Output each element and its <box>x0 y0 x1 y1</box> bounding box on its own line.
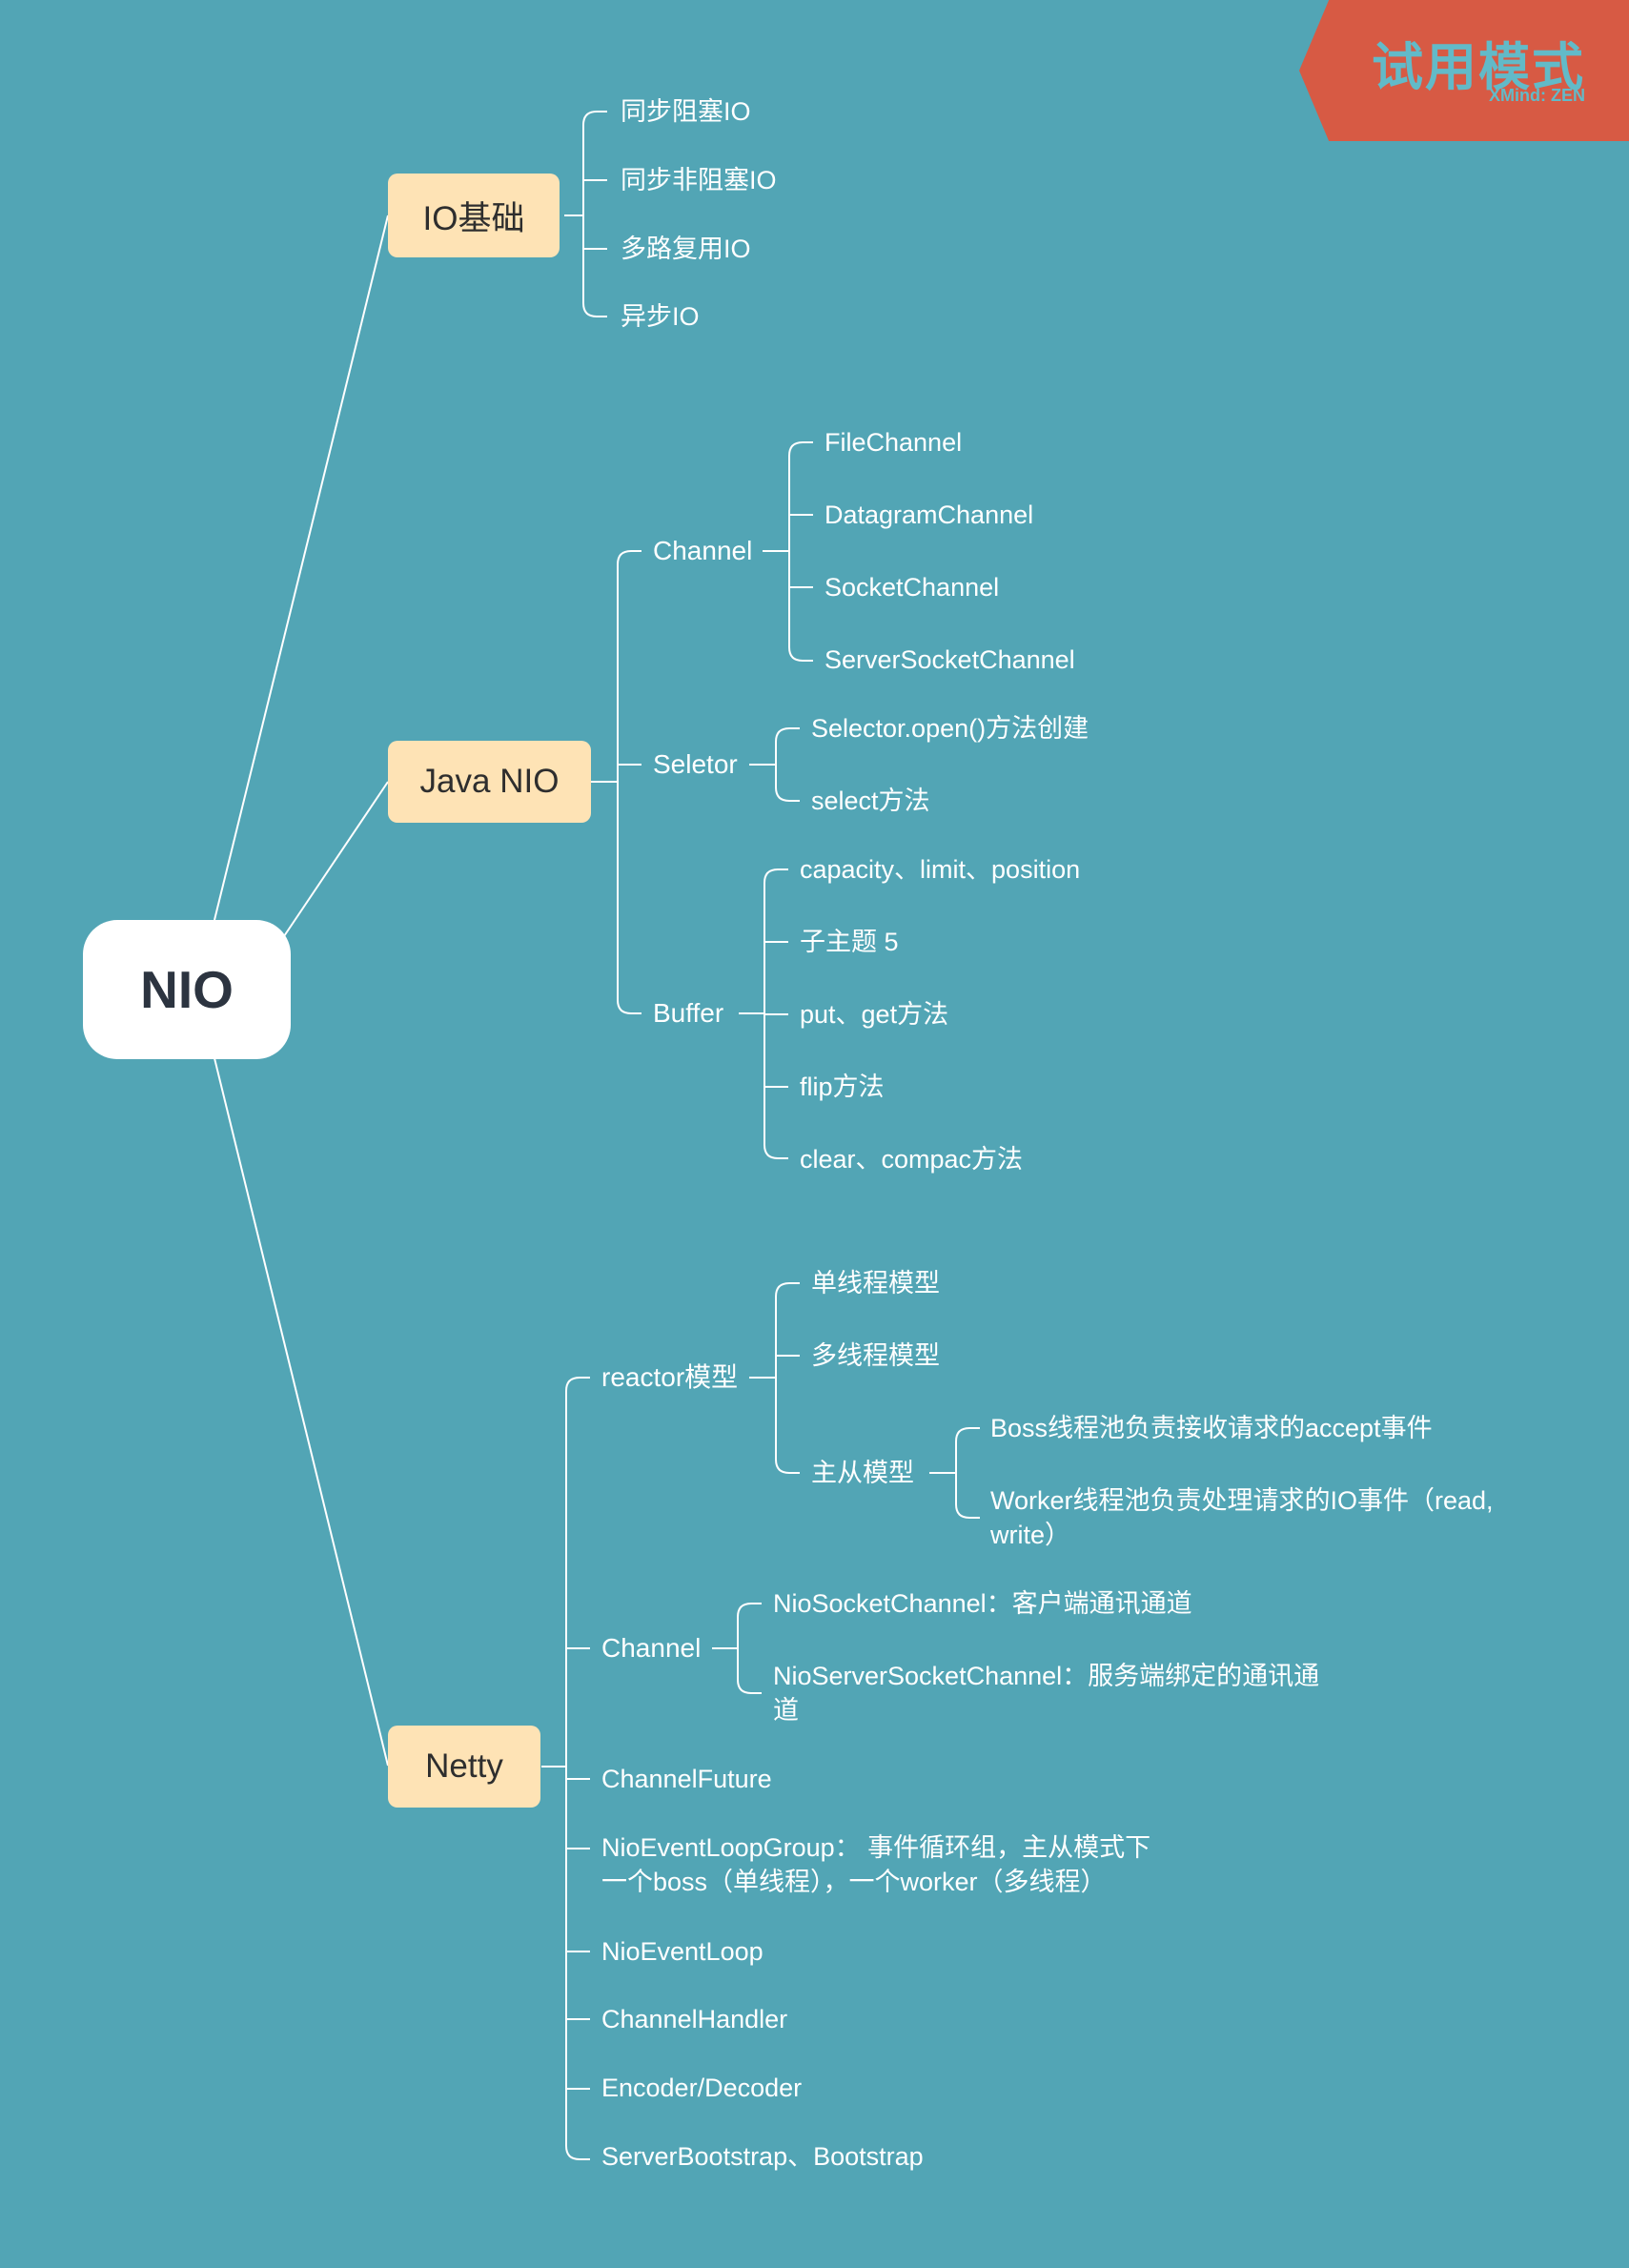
topic-io-basics[interactable]: IO基础 <box>388 174 560 257</box>
leaf-datagram-channel[interactable]: DatagramChannel <box>825 501 1034 529</box>
leaf-capacity-limit-position[interactable]: capacity、limit、position <box>800 855 1081 884</box>
leaf-socket-channel[interactable]: SocketChannel <box>825 573 1000 602</box>
leaf-nio-server-line-2: 道 <box>773 1696 799 1725</box>
leaf-channel-future[interactable]: ChannelFuture <box>601 1765 772 1793</box>
leaf-event-loop-group-line-2: 一个boss（单线程），一个worker（多线程） <box>601 1868 1107 1896</box>
leaf-nio-event-loop[interactable]: NioEventLoop <box>601 1937 764 1966</box>
subtopic-buffer[interactable]: Buffer <box>653 998 724 1028</box>
leaf-encoder-decoder[interactable]: Encoder/Decoder <box>601 2074 803 2102</box>
subtopic-channel[interactable]: Channel <box>653 536 753 565</box>
leaf-single-thread-model[interactable]: 单线程模型 <box>811 1269 940 1297</box>
leaf-bootstrap[interactable]: ServerBootstrap、Bootstrap <box>601 2142 924 2171</box>
trial-mode-ribbon: 试用模式 XMind: ZEN <box>1299 0 1629 141</box>
leaf-subtopic-5[interactable]: 子主题 5 <box>800 928 899 956</box>
leaf-selector-open[interactable]: Selector.open()方法创建 <box>811 714 1089 743</box>
leaf-server-socket-channel[interactable]: ServerSocketChannel <box>825 645 1075 674</box>
leaf-boss-thread-pool[interactable]: Boss线程池负责接收请求的accept事件 <box>990 1414 1433 1442</box>
leaf-nio-server-socket-channel[interactable]: NioServerSocketChannel：服务端绑定的通讯通 道 <box>773 1659 1319 1727</box>
subtopic-reactor[interactable]: reactor模型 <box>601 1362 739 1392</box>
xmind-zen-brand: XMind: ZEN <box>1489 86 1585 105</box>
leaf-channel-handler[interactable]: ChannelHandler <box>601 2005 788 2033</box>
leaf-sync-blocking-io[interactable]: 同步阻塞IO <box>621 97 751 126</box>
leaf-event-loop-group-line-1: NioEventLoopGroup： 事件循环组，主从模式下 <box>601 1833 1151 1862</box>
leaf-nio-socket-channel[interactable]: NioSocketChannel：客户端通讯通道 <box>773 1589 1192 1618</box>
leaf-file-channel[interactable]: FileChannel <box>825 428 963 457</box>
leaf-worker-line-1: Worker线程池负责处理请求的IO事件（read, <box>990 1486 1494 1515</box>
subtopic-master-slave[interactable]: 主从模型 <box>811 1459 914 1487</box>
leaf-sync-nonblocking-io[interactable]: 同步非阻塞IO <box>621 166 777 194</box>
leaf-put-get[interactable]: put、get方法 <box>800 1000 949 1029</box>
topic-netty[interactable]: Netty <box>388 1726 540 1808</box>
leaf-flip[interactable]: flip方法 <box>800 1073 885 1101</box>
subtopic-netty-channel[interactable]: Channel <box>601 1633 702 1663</box>
leaf-async-io[interactable]: 异步IO <box>621 302 700 331</box>
subtopic-selector[interactable]: Seletor <box>653 749 738 779</box>
leaf-worker-thread-pool[interactable]: Worker线程池负责处理请求的IO事件（read, write） <box>990 1483 1494 1552</box>
leaf-multiplexing-io[interactable]: 多路复用IO <box>621 235 751 263</box>
trial-mode-title: 试用模式 <box>1372 39 1585 96</box>
root-topic-nio[interactable]: NIO <box>83 920 291 1059</box>
topic-java-nio[interactable]: Java NIO <box>388 741 591 823</box>
leaf-nio-event-loop-group[interactable]: NioEventLoopGroup： 事件循环组，主从模式下 一个boss（单线… <box>601 1830 1150 1899</box>
leaf-worker-line-2: write） <box>990 1521 1071 1549</box>
leaf-nio-server-line-1: NioServerSocketChannel：服务端绑定的通讯通 <box>773 1662 1320 1690</box>
leaf-select-method[interactable]: select方法 <box>811 787 930 815</box>
leaf-clear-compac[interactable]: clear、compac方法 <box>800 1145 1024 1174</box>
leaf-multi-thread-model[interactable]: 多线程模型 <box>811 1341 940 1370</box>
